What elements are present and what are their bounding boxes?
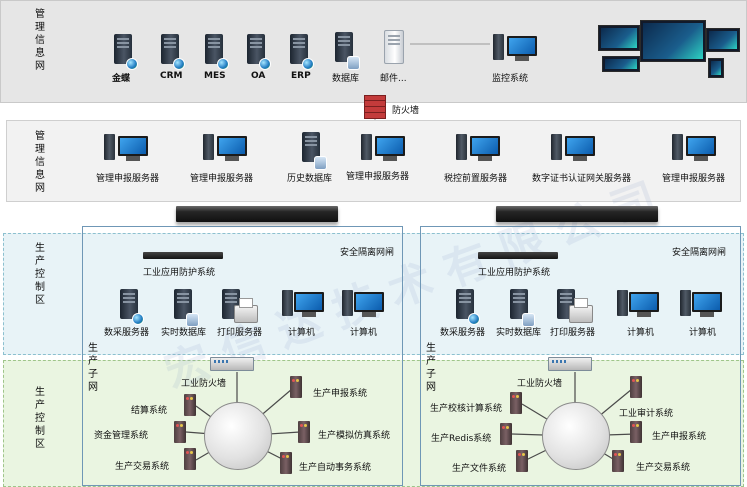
mgmt-server-label-1: 管理申报服务器 (96, 174, 160, 184)
left-gap-label: 安全隔离网闸 (340, 248, 395, 258)
right-print-server-label: 打印服务器 (550, 328, 596, 338)
left-plc-icon-2 (174, 421, 186, 443)
left-system-left-3: 生产交易系统 (115, 462, 170, 472)
tax-server-label: 税控前置服务器 (444, 174, 508, 184)
right-plc-icon-4 (630, 376, 642, 398)
right-subnet-label: 生产子网 (426, 343, 436, 393)
monitor-system-label: 监控系统 (492, 74, 529, 84)
history-db-label: 历史数据库 (287, 174, 333, 184)
left-industrial-protection-label: 工业应用防护系统 (143, 268, 216, 278)
mgmt-section-label: 管理信息网 (35, 131, 45, 194)
right-computer-label-2: 计算机 (689, 328, 717, 338)
left-plc-icon-4 (290, 376, 302, 398)
oa-label: OA (251, 71, 266, 81)
right-industrial-firewall-label: 工业防火墙 (517, 379, 563, 389)
right-system-right-1: 工业审计系统 (619, 409, 674, 419)
right-computer-label-1: 计算机 (627, 328, 655, 338)
mgmt-server-label-3: 管理申报服务器 (346, 172, 410, 182)
left-computer-label-1: 计算机 (288, 328, 316, 338)
left-security-gap-device-icon (176, 206, 338, 222)
left-subnet-label: 生产子网 (88, 343, 98, 393)
firewall-label: 防火墙 (392, 106, 420, 116)
right-security-gap-device-icon (496, 206, 658, 222)
right-plc-icon-2 (500, 423, 512, 445)
mes-label: MES (204, 71, 226, 81)
erp-label: ERP (291, 71, 311, 81)
left-plc-icon-3 (184, 448, 196, 470)
right-system-left-2: 生产Redis系统 (431, 434, 492, 444)
right-plc-icon-3 (516, 450, 528, 472)
right-acquisition-label: 数采服务器 (440, 328, 486, 338)
left-industrial-firewall-label: 工业防火墙 (181, 379, 227, 389)
right-plc-icon-6 (612, 450, 624, 472)
left-computer-label-2: 计算机 (350, 328, 378, 338)
ctrl-section-label: 生产控制区 (35, 243, 45, 306)
left-system-right-1: 生产申报系统 (313, 389, 368, 399)
right-network-hub-icon (542, 402, 610, 470)
cert-gateway-label: 数字证书认证网关服务器 (532, 174, 632, 184)
mgmt-server-label-4: 管理申报服务器 (662, 174, 726, 184)
top-section-label: 管理信息网 (35, 9, 45, 72)
right-industrial-protection-label: 工业应用防护系统 (478, 268, 551, 278)
left-plc-icon-6 (280, 452, 292, 474)
database-label: 数据库 (332, 74, 360, 84)
left-print-server-label: 打印服务器 (217, 328, 263, 338)
right-realtime-db-label: 实时数据库 (496, 328, 542, 338)
mgmt-server-label-2: 管理申报服务器 (190, 174, 254, 184)
right-production-zone (420, 226, 741, 486)
right-gap-label: 安全隔离网闸 (672, 248, 727, 258)
left-production-zone (82, 226, 403, 486)
right-system-right-3: 生产交易系统 (636, 463, 691, 473)
right-plc-icon-1 (510, 392, 522, 414)
left-plc-icon-1 (184, 394, 196, 416)
left-industrial-firewall-icon (210, 357, 254, 371)
right-system-right-2: 生产申报系统 (652, 432, 707, 442)
right-system-left-1: 生产校核计算系统 (430, 404, 503, 414)
left-acquisition-label: 数采服务器 (104, 328, 150, 338)
right-industrial-protection-device-icon (478, 252, 558, 259)
right-industrial-firewall-icon (548, 357, 592, 371)
right-system-left-3: 生产文件系统 (452, 464, 507, 474)
left-industrial-protection-device-icon (143, 252, 223, 259)
left-network-hub-icon (204, 402, 272, 470)
left-system-right-3: 生产自动事务系统 (299, 463, 372, 473)
prod-section-label: 生产控制区 (35, 387, 45, 450)
mail-label: 邮件... (380, 74, 407, 84)
management-network-band (6, 120, 741, 202)
left-plc-icon-5 (298, 421, 310, 443)
left-realtime-db-label: 实时数据库 (161, 328, 207, 338)
crm-label: CRM (160, 71, 183, 81)
right-plc-icon-5 (630, 421, 642, 443)
jindie-label: 金蝶 (112, 74, 131, 84)
left-system-left-1: 结算系统 (131, 406, 168, 416)
left-system-left-2: 资金管理系统 (94, 431, 149, 441)
brick-firewall-icon (364, 95, 386, 119)
left-system-right-2: 生产模拟仿真系统 (318, 431, 391, 441)
